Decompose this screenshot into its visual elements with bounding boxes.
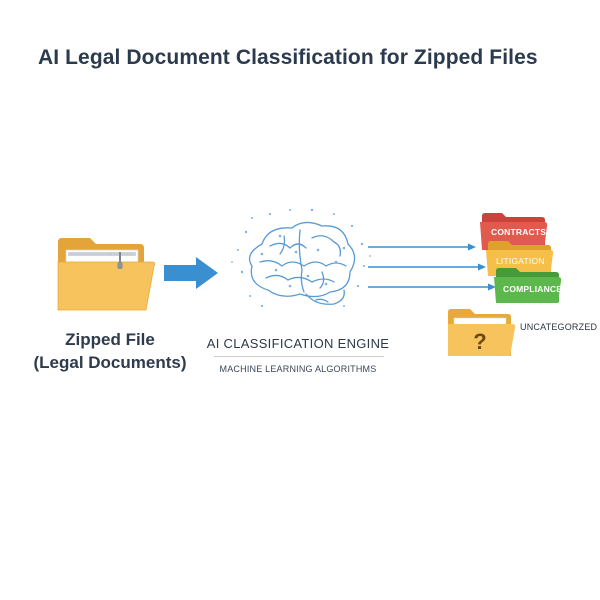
question-folder-icon bbox=[448, 309, 516, 356]
compliance-folder-icon bbox=[494, 268, 562, 303]
uncategorized-question-mark: ? bbox=[473, 329, 486, 354]
engine-divider bbox=[214, 356, 384, 357]
brain-network-dots bbox=[231, 208, 371, 308]
category-label-contracts: CONTRACTS bbox=[491, 227, 547, 237]
engine-subtitle: MACHINE LEARNING ALGORITHMS bbox=[219, 364, 377, 374]
source-label: Zipped File (Legal Documents) bbox=[20, 328, 200, 374]
output-arrows bbox=[368, 243, 496, 291]
brain-icon bbox=[248, 221, 356, 305]
category-label-uncategorized: UNCATEGORZED bbox=[520, 322, 598, 332]
category-label-litigation: LITIGATION bbox=[496, 256, 545, 266]
source-label-line1: Zipped File bbox=[65, 330, 155, 349]
category-label-compliance: COMPLIANCE bbox=[503, 284, 563, 294]
zip-folder-icon bbox=[57, 238, 156, 311]
engine-title: AI CLASSIFICATION ENGINE bbox=[206, 336, 390, 351]
arrow-right-icon bbox=[164, 257, 218, 289]
source-label-line2: (Legal Documents) bbox=[33, 353, 187, 372]
page-title: AI Legal Document Classification for Zip… bbox=[38, 46, 538, 69]
